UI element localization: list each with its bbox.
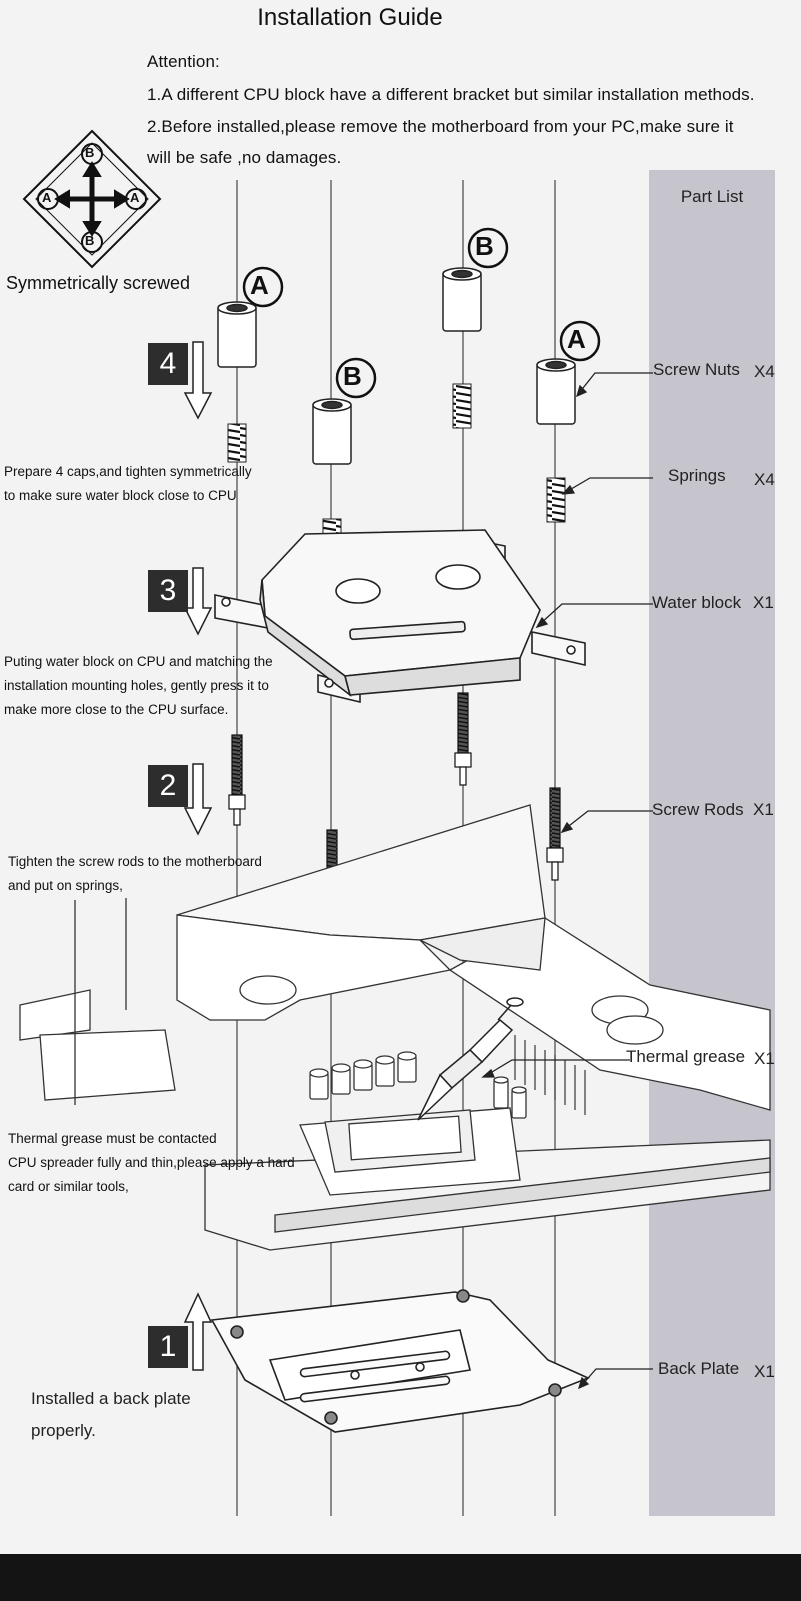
step-4-instructions: Prepare 4 caps,and tighten symmetrically… (4, 460, 252, 508)
step-arrows (183, 341, 213, 1371)
part-name-water-block: Water block (652, 593, 742, 612)
step-3-badge: 3 (148, 570, 188, 612)
screw-rod (546, 787, 564, 881)
page-title: Installation Guide (257, 4, 443, 31)
part-qty-thermal-grease: X1 (754, 1049, 775, 1068)
footer-bar (0, 1554, 801, 1601)
step-4-line-2: to make sure water block close to CPU (4, 488, 237, 503)
step-3-line-2: installation mounting holes, gently pres… (4, 678, 269, 693)
symmetry-mark-bottom: B (85, 233, 95, 248)
part-list-panel (649, 170, 775, 1516)
motherboard (19, 804, 771, 1251)
step-3-line-1: Puting water block on CPU and matching t… (4, 654, 273, 669)
screw-nut (312, 398, 352, 465)
position-a-label-2: A (567, 324, 586, 354)
spring (546, 477, 566, 523)
down-arrow-2 (183, 763, 213, 836)
part-qty-water-block: X1 (753, 593, 774, 612)
part-list-title: Part List (680, 187, 744, 206)
position-b-label-2: B (343, 361, 362, 391)
step-4-badge: 4 (148, 343, 188, 385)
screw-nut (442, 267, 482, 332)
step-3-instructions: Puting water block on CPU and matching t… (4, 650, 273, 722)
part-name-screw-rods: Screw Rods (652, 800, 744, 819)
symmetry-diagram (22, 129, 162, 269)
down-arrow-3 (183, 567, 213, 636)
attention-line-3: will be safe ,no damages. (147, 148, 342, 167)
screw-nut (536, 358, 576, 425)
attention-heading: Attention: (147, 52, 220, 71)
back-plate (210, 1289, 591, 1433)
step-2-line-1: Tighten the screw rods to the motherboar… (8, 854, 262, 869)
down-arrow-4 (183, 341, 213, 420)
step-4-line-1: Prepare 4 caps,and tighten symmetrically (4, 464, 252, 479)
step-3-line-3: make more close to the CPU surface. (4, 702, 229, 717)
step-1-line-2: properly. (31, 1421, 96, 1440)
screw-rod (454, 692, 472, 786)
symmetry-mark-left: A (42, 190, 52, 205)
position-b-circle-1 (467, 227, 509, 269)
attention-line-1: 1.A different CPU block have a different… (147, 85, 755, 104)
part-name-thermal-grease: Thermal grease (626, 1047, 746, 1066)
step-2-line-2: and put on springs, (8, 878, 123, 893)
part-qty-back-plate: X1 (754, 1362, 775, 1381)
position-a-circle-2 (559, 320, 601, 362)
position-a-circle-1 (242, 266, 284, 308)
part-leader-lines (481, 372, 653, 1390)
step-1-instructions: Installed a back plate properly. (31, 1383, 191, 1447)
screw-rod (228, 734, 246, 826)
step-1-badge: 1 (148, 1326, 188, 1368)
spring (227, 423, 247, 463)
position-b-circle-2 (335, 357, 377, 399)
part-qty-screw-nuts: X4 (754, 362, 775, 381)
position-b-label-1: B (475, 231, 494, 261)
step-2-instructions: Tighten the screw rods to the motherboar… (8, 850, 262, 898)
thermal-note-line-2: CPU spreader fully and thin,please apply… (8, 1155, 295, 1170)
up-arrow-1 (183, 1292, 213, 1371)
position-a-label-1: A (250, 270, 269, 300)
symmetry-mark-right: A (130, 190, 140, 205)
part-qty-springs: X4 (754, 470, 775, 489)
symmetry-label: Symmetrically screwed (6, 273, 191, 293)
thermal-note-line-1: Thermal grease must be contacted (8, 1131, 217, 1146)
part-name-back-plate: Back Plate (658, 1359, 740, 1378)
thermal-grease-syringe (417, 997, 524, 1121)
part-qty-screw-rods: X1 (753, 800, 774, 819)
symmetry-mark-top: B (85, 145, 95, 160)
thermal-grease-instructions: Thermal grease must be contacted CPU spr… (8, 1127, 295, 1199)
screw-nut (217, 301, 257, 368)
water-block (214, 529, 586, 704)
step-1-line-1: Installed a back plate (31, 1389, 191, 1408)
thermal-note-line-3: card or similar tools, (8, 1179, 129, 1194)
part-name-springs: Springs (668, 466, 726, 485)
attention-line-2: 2.Before installed,please remove the mot… (147, 117, 734, 136)
part-name-screw-nuts: Screw Nuts (653, 360, 740, 379)
step-2-badge: 2 (148, 765, 188, 807)
spring (452, 383, 472, 429)
